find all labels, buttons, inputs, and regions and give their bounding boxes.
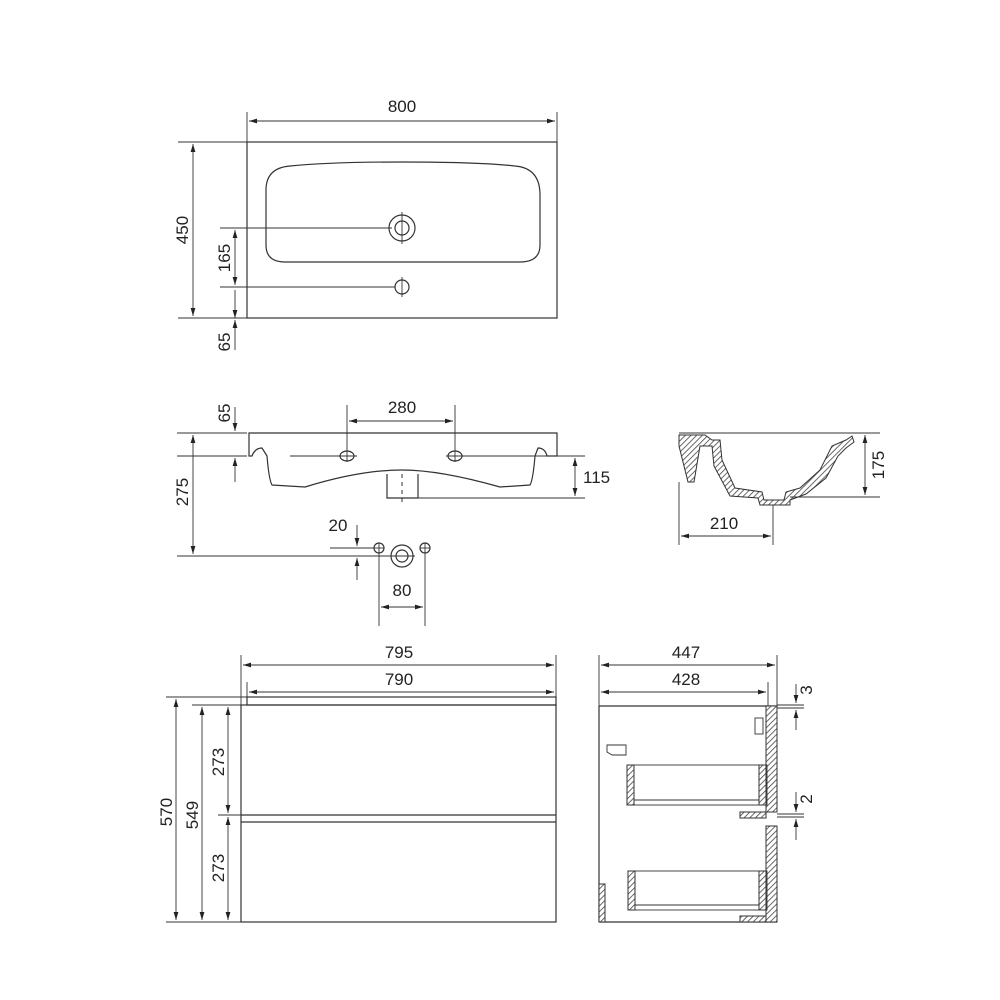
dim-drain-position: 210 [710, 514, 738, 533]
dim-inner-width: 790 [385, 670, 413, 689]
dim-total-height: 570 [157, 798, 176, 826]
dim-drain-offset: 20 [329, 516, 348, 535]
cabinet-side-view: 447 428 3 2 [598, 643, 816, 923]
dim-drawer-top: 273 [209, 748, 228, 776]
dim-top-gap: 3 [797, 685, 816, 694]
basin-top-view: 800 450 165 65 [173, 97, 558, 352]
dim-tap-spacing: 80 [393, 581, 412, 600]
dim-outer-depth: 447 [672, 643, 700, 662]
basin-section-view: 175 210 [678, 432, 888, 545]
basin-side-view: 280 65 115 275 20 80 [173, 398, 610, 626]
dim-inner-depth: 428 [672, 670, 700, 689]
dim-depth: 450 [173, 216, 192, 244]
dim-outer-width: 795 [385, 643, 413, 662]
dim-width: 800 [388, 97, 416, 116]
cabinet-front-view: 795 790 570 549 273 273 [157, 643, 557, 923]
dim-body-height: 549 [183, 801, 202, 829]
dim-basin-depth: 115 [583, 468, 610, 487]
dim-overflow-spacing: 280 [388, 398, 416, 417]
dim-hole-spacing: 165 [215, 244, 234, 272]
dim-section-height: 175 [869, 451, 888, 479]
dim-drawer-gap: 2 [797, 794, 816, 803]
dim-front-offset: 65 [215, 333, 234, 352]
dim-total-depth: 275 [173, 478, 192, 506]
dim-drawer-bottom: 273 [209, 854, 228, 882]
dim-rim: 65 [215, 404, 234, 423]
